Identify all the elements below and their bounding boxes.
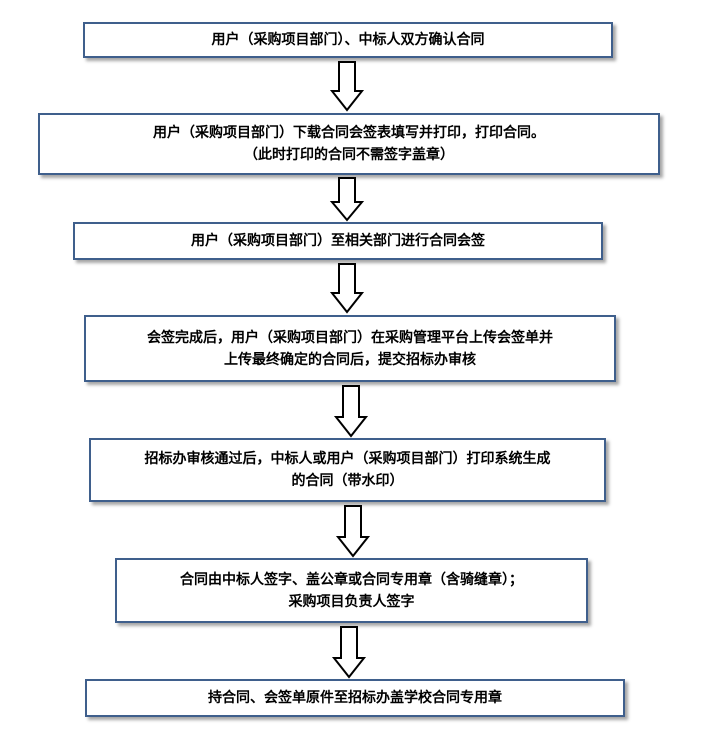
step-5-line-1: 招标办审核通过后，中标人或用户（采购项目部门）打印系统生成 [144, 451, 551, 467]
step-4-line-1: 会签完成后，用户（采购项目部门）在采购管理平台上传会签单并 [147, 329, 553, 346]
step-1-line-1: 用户（采购项目部门）、中标人双方确认合同 [211, 32, 485, 48]
step-7-line-1: 持合同、会签单原件至招标办盖学校合同专用章 [208, 690, 502, 706]
step-box-confirm-contract: 用户（采购项目部门）、中标人双方确认合同 [83, 22, 613, 58]
step-5-line-2: 的合同（带水印） [291, 473, 404, 489]
down-arrow-icon [331, 626, 367, 679]
down-arrow-icon [329, 263, 365, 314]
step-box-print-watermarked: 招标办审核通过后，中标人或用户（采购项目部门）打印系统生成 的合同（带水印） [89, 438, 606, 502]
step-2-line-2: （此时打印的合同不需签字盖章） [244, 147, 454, 163]
step-box-school-seal: 持合同、会签单原件至招标办盖学校合同专用章 [85, 679, 625, 717]
step-2-line-1: 用户（采购项目部门）下载合同会签表填写并打印，打印合同。 [153, 125, 545, 141]
step-6-line-2: 采购项目负责人签字 [288, 593, 415, 610]
step-box-sign-seal: 合同由中标人签字、盖公章或合同专用章（含骑缝章）； 采购项目负责人签字 [115, 558, 588, 623]
down-arrow-icon [333, 385, 369, 438]
step-box-upload-submit: 会签完成后，用户（采购项目部门）在采购管理平台上传会签单并 上传最终确定的合同后… [84, 315, 616, 382]
step-box-countersign: 用户（采购项目部门）至相关部门进行合同会签 [73, 222, 603, 260]
down-arrow-icon [329, 61, 365, 112]
step-4-line-2: 上传最终确定的合同后，提交招标办审核 [224, 351, 476, 368]
down-arrow-icon [329, 177, 365, 222]
step-3-line-1: 用户（采购项目部门）至相关部门进行合同会签 [191, 233, 485, 249]
down-arrow-icon [335, 505, 371, 558]
step-box-download-print: 用户（采购项目部门）下载合同会签表填写并打印，打印合同。 （此时打印的合同不需签… [38, 113, 660, 175]
step-6-line-1: 合同由中标人签字、盖公章或合同专用章（含骑缝章）； [180, 571, 523, 588]
